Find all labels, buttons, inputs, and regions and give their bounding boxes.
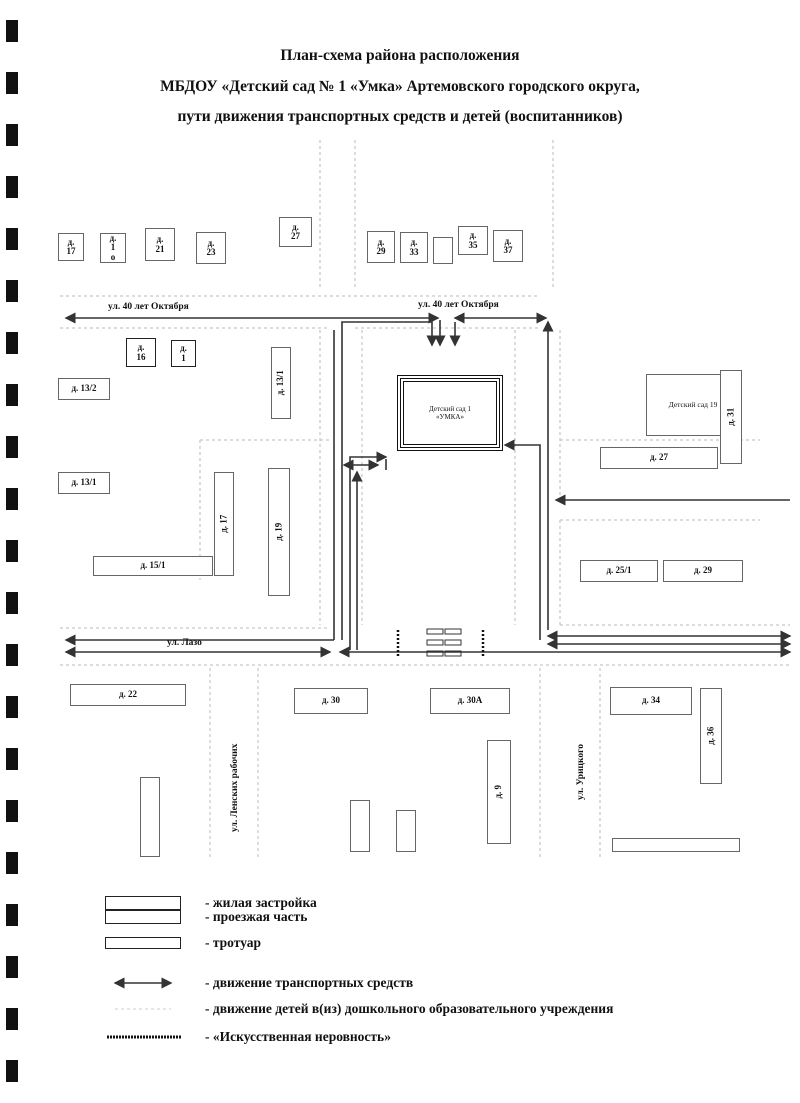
building-d29-top: д.29 (367, 231, 395, 263)
kindergarten-subtitle: «УМКА» (436, 413, 464, 421)
street-label-lazo: ул. Лазо (167, 638, 202, 648)
vehicle-routes (64, 312, 792, 658)
kindergarten-1-umka: Детский сад 1 «УМКА» (397, 375, 503, 451)
legend-item-roadway: - проезжая часть (105, 909, 307, 925)
building-d30a: д. 30А (430, 688, 510, 714)
building-d35: д.35 (458, 226, 488, 255)
title-line-1: План-схема района расположения (280, 47, 520, 64)
building-d17-top: д.17 (58, 233, 84, 261)
legend-item-vehicle: - движение транспортных средств (105, 975, 413, 991)
building-d37: д.37 (493, 230, 523, 262)
street-label-40-let-oktyabrya-right: ул. 40 лет Октября (418, 300, 499, 310)
roadway-icon (105, 910, 181, 924)
building-d23: д.23 (196, 232, 226, 264)
building-d21: д.21 (145, 228, 175, 261)
building-unlabeled (433, 237, 453, 264)
crosswalk (426, 628, 462, 657)
building-unlabeled (140, 777, 160, 857)
building-d15-1: д. 15/1 (93, 556, 213, 576)
title-line-2: МБДОУ «Детский сад № 1 «Умка» Артемовско… (160, 78, 640, 95)
building-d33: д.33 (400, 232, 428, 263)
building-d27-top: д.27 (279, 217, 312, 247)
sidewalk-icon (105, 937, 181, 949)
building-d25-1: д. 25/1 (580, 560, 658, 582)
building-d1: д.1 (171, 340, 196, 367)
speed-bumps (396, 630, 485, 656)
street-label-uritskogo: ул. Урицкого (576, 744, 586, 800)
building-unlabeled (612, 838, 740, 852)
kindergarten-name: Детский сад 1 (429, 405, 471, 413)
building-d30: д. 30 (294, 688, 368, 714)
legend-item-residential: - жилая застройка (105, 895, 317, 911)
building-d29: д. 29 (663, 560, 743, 582)
building-d13-1-vertical: д. 13/1 (271, 347, 291, 419)
building-d22: д. 22 (70, 684, 186, 706)
building-unlabeled (396, 810, 416, 852)
building-d34: д. 34 (610, 687, 692, 715)
building-d36-vertical: д. 36 (700, 688, 722, 784)
building-d31-vertical: д. 31 (720, 370, 742, 464)
building-d17-vertical: д. 17 (214, 472, 234, 576)
building-d16: д.16 (126, 338, 156, 367)
vehicle-arrow-icon (113, 977, 173, 989)
children-path-icon (115, 1008, 171, 1010)
legend-item-sidewalk: - тротуар (105, 935, 261, 951)
building-d13-1: д. 13/1 (58, 472, 110, 494)
street-label-lenskikh-rabochikh: ул. Ленских рабочих (230, 743, 240, 832)
street-label-40-let-oktyabrya-left: ул. 40 лет Октября (108, 302, 189, 312)
title-line-3: пути движения транспортных средств и дет… (177, 108, 623, 125)
building-unlabeled (350, 800, 370, 852)
building-d9-vertical: д. 9 (487, 740, 511, 844)
legend-item-speed-bump: - «Искусственная неровность» (105, 1029, 391, 1045)
speed-bump-icon (107, 1035, 181, 1039)
residential-building-icon (105, 896, 181, 910)
building-d27: д. 27 (600, 447, 718, 469)
building-d19-vertical: д. 19 (268, 468, 290, 596)
legend-item-children: - движение детей в(из) дошкольного образ… (105, 1001, 613, 1017)
building-d13-2: д. 13/2 (58, 378, 110, 400)
